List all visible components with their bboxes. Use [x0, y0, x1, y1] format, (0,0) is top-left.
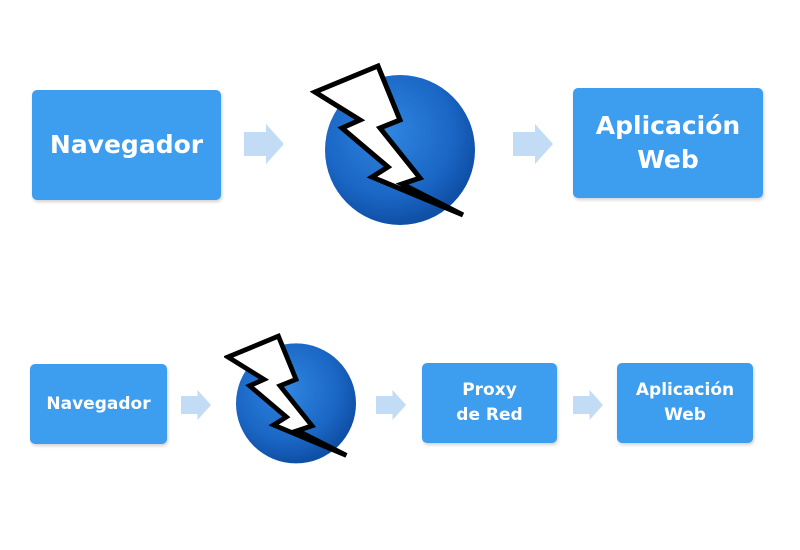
web-application-box-small: Aplicación Web	[617, 363, 753, 443]
web-application-box: Aplicación Web	[573, 88, 763, 198]
right-arrow-icon	[376, 390, 406, 420]
web-application-label: Aplicación Web	[595, 111, 741, 174]
network-proxy-label: Proxy de Red	[456, 380, 523, 425]
right-arrow-icon	[181, 390, 211, 420]
web-application-label-small: Aplicación Web	[635, 380, 735, 425]
browser-box: Navegador	[32, 90, 221, 200]
right-arrow-icon	[573, 390, 603, 420]
lightning-bolt-circle-icon	[310, 62, 475, 225]
network-proxy-box: Proxy de Red	[422, 363, 557, 443]
browser-box-small: Navegador	[30, 364, 167, 444]
browser-label: Navegador	[49, 130, 204, 159]
browser-label-small: Navegador	[46, 393, 151, 414]
right-arrow-icon	[513, 124, 553, 164]
right-arrow-icon	[244, 124, 284, 164]
lightning-bolt-circle-icon	[224, 333, 356, 464]
